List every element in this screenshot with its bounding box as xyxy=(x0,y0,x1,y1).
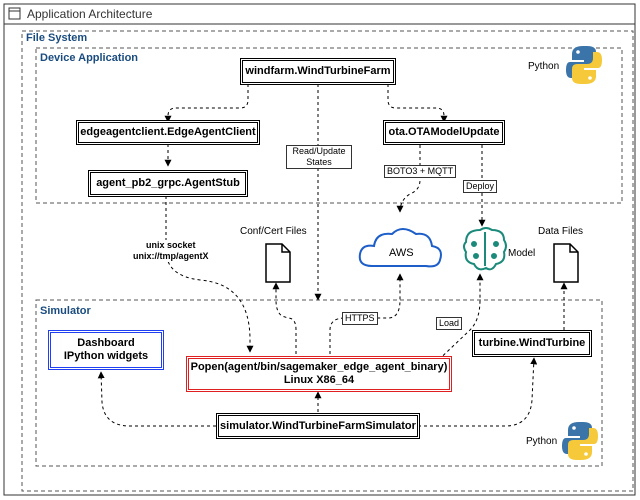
aws-cloud-icon xyxy=(358,228,442,268)
popen-label-line1: Popen(agent/bin/sagemaker_edge_agent_bin… xyxy=(190,361,448,373)
ota-node: ota.OTAModelUpdate xyxy=(383,120,505,145)
python-label-bottom: Python xyxy=(526,436,558,447)
unix-socket-line1: unix socket xyxy=(145,240,196,250)
device-application-title: Device Application xyxy=(40,52,139,64)
turbine-node: turbine.WindTurbine xyxy=(472,330,592,357)
load-label: Load xyxy=(436,317,463,330)
data-files-label: Data Files xyxy=(538,226,584,237)
dashboard-node: Dashboard IPython widgets xyxy=(48,330,164,370)
unix-socket-label: unix socket unix://tmp/agentX xyxy=(131,240,211,262)
dashboard-label-line1: Dashboard xyxy=(77,337,135,349)
ota-label: ota.OTAModelUpdate xyxy=(388,126,500,138)
https-label: HTTPS xyxy=(342,312,378,325)
conf-cert-file-icon xyxy=(265,243,291,283)
data-files-icon xyxy=(553,243,579,283)
file-system-group xyxy=(21,30,634,492)
read-update-line2: States xyxy=(306,157,332,167)
python-label-top: Python xyxy=(528,61,560,72)
read-update-label: Read/Update States xyxy=(286,145,352,169)
model-label: Model xyxy=(508,248,536,259)
file-system-title: File System xyxy=(26,32,88,44)
agent-stub-node: agent_pb2_grpc.AgentStub xyxy=(88,170,248,197)
page-title: Application Architecture xyxy=(27,7,153,21)
windfarm-label: windfarm.WindTurbineFarm xyxy=(245,65,391,77)
edgeagentclient-node: edgeagentclient.EdgeAgentClient xyxy=(76,120,260,145)
simulator-title: Simulator xyxy=(40,305,91,317)
outer-frame xyxy=(3,3,636,496)
model-brain-icon xyxy=(463,227,507,271)
python-logo-icon-top xyxy=(566,46,602,84)
read-update-line1: Read/Update xyxy=(292,146,346,156)
python-logo-icon-bottom xyxy=(562,422,598,460)
edgeagentclient-label: edgeagentclient.EdgeAgentClient xyxy=(80,126,256,138)
simulator-label: simulator.WindTurbineFarmSimulator xyxy=(220,419,416,432)
windfarm-node: windfarm.WindTurbineFarm xyxy=(240,58,396,85)
popen-node: Popen(agent/bin/sagemaker_edge_agent_bin… xyxy=(186,356,452,392)
agent-stub-label: agent_pb2_grpc.AgentStub xyxy=(96,177,240,189)
boto3-mqtt-label: BOTO3 + MQTT xyxy=(384,165,457,178)
simulator-node: simulator.WindTurbineFarmSimulator xyxy=(216,413,420,439)
conf-cert-label: Conf/Cert Files xyxy=(240,226,307,237)
dashboard-label-line2: IPython widgets xyxy=(63,350,149,362)
popen-label-line2: Linux X86_64 xyxy=(283,374,355,386)
aws-label: AWS xyxy=(389,247,414,259)
deploy-label: Deploy xyxy=(463,180,498,193)
unix-socket-line2: unix://tmp/agentX xyxy=(133,251,209,261)
turbine-label: turbine.WindTurbine xyxy=(478,337,586,349)
folder-icon xyxy=(8,7,21,20)
